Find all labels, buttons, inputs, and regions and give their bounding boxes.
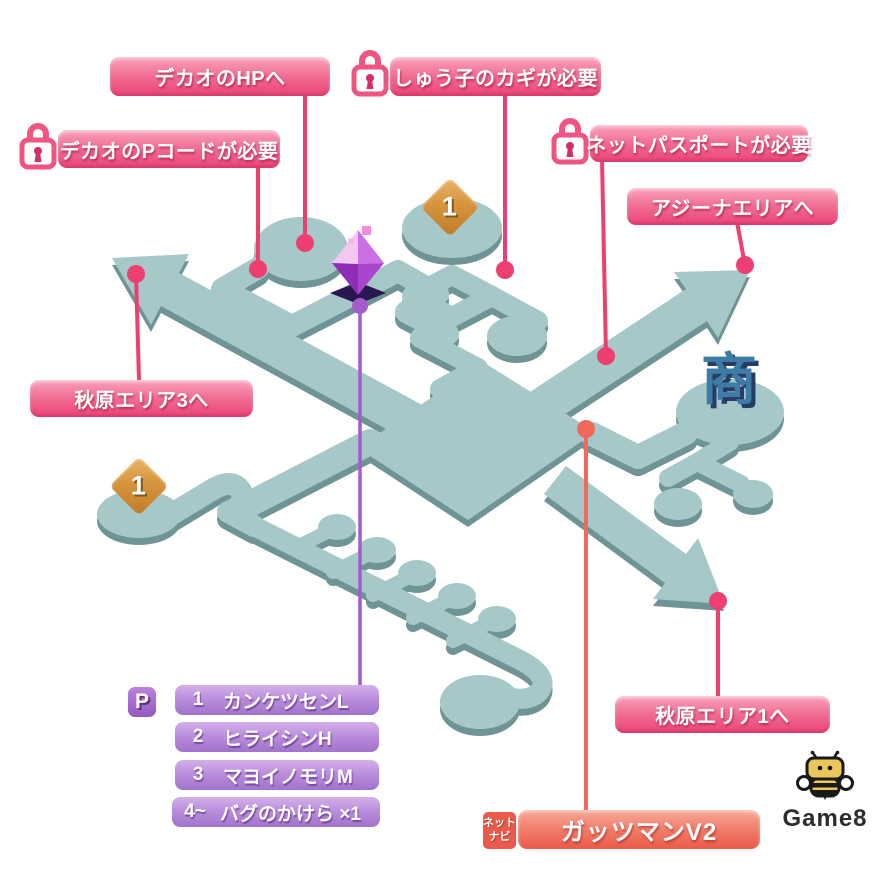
lock-icon bbox=[351, 50, 389, 97]
mystery-data-gem bbox=[330, 226, 386, 304]
game8-logo-text: Game8 bbox=[782, 805, 868, 832]
label-dekao-hp: デカオのHPへ bbox=[110, 57, 330, 96]
warp-number: 1 bbox=[442, 191, 458, 222]
label-net-passport: ネットパスポートが必要 bbox=[586, 125, 811, 162]
netnavi-badge-line1: ネット bbox=[483, 816, 516, 829]
warp-number: 1 bbox=[131, 470, 147, 501]
map-surface-layer bbox=[97, 198, 784, 729]
netnavi-badge-line2: ナビ bbox=[488, 830, 511, 843]
sparkle bbox=[362, 226, 371, 235]
connector-dots bbox=[127, 234, 754, 610]
netnavi-badge: ネット ナビ bbox=[483, 812, 516, 849]
treasure-name: カンケツセンL bbox=[223, 691, 349, 713]
treasure-number: 3 bbox=[192, 764, 204, 785]
game8-logo: Game8 bbox=[770, 750, 880, 833]
treasure-number: 4~ bbox=[184, 801, 206, 822]
purple-mystery-data-badge: P bbox=[128, 687, 156, 717]
label-gutsman-v2: ガッツマンV2 bbox=[518, 810, 760, 849]
shop-kanji-sign: 商 bbox=[701, 348, 757, 411]
lock-icon bbox=[19, 123, 57, 170]
sparkle bbox=[348, 238, 354, 244]
label-shuko-key: しゅう子のカギが必要 bbox=[390, 57, 601, 96]
treasure-name: ヒライシンH bbox=[223, 728, 332, 750]
label-dekao-pcode: デカオのPコードが必要 bbox=[58, 130, 280, 168]
treasure-number: 2 bbox=[192, 726, 204, 747]
label-ajina-area: アジーナエリアへ bbox=[627, 188, 838, 225]
treasure-number: 1 bbox=[192, 689, 204, 710]
treasure-item: 2 ヒライシンH bbox=[175, 722, 379, 752]
treasure-name: バグのかけら ×1 bbox=[220, 803, 361, 825]
game8-bee-icon bbox=[796, 750, 854, 800]
label-akihara-area3: 秋原エリア3へ bbox=[30, 380, 253, 417]
treasure-name: マヨイノモリM bbox=[223, 766, 353, 788]
treasure-item: 3 マヨイノモリM bbox=[175, 760, 379, 790]
lock-icon bbox=[551, 118, 589, 165]
treasure-item: 1 カンケツセンL bbox=[175, 685, 379, 715]
label-akihara-area1: 秋原エリア1へ bbox=[615, 696, 830, 733]
treasure-item: 4~ バグのかけら ×1 bbox=[172, 797, 380, 827]
